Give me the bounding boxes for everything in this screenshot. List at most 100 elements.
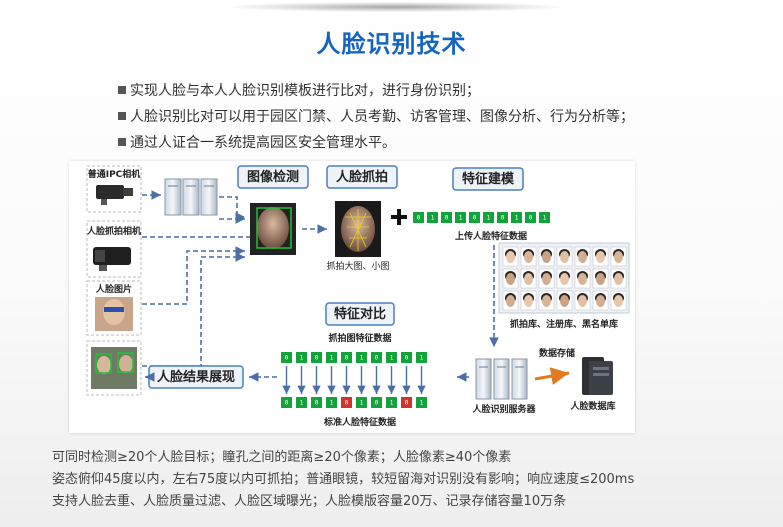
bit-cell	[311, 397, 322, 408]
bit-value: 0	[529, 215, 533, 222]
bullet-item: 人脸识别比对可以用于园区门禁、人员考勤、访客管理、图像分析、行为分析等；	[118, 106, 634, 132]
bit-value: 1	[390, 355, 394, 362]
bit-value: 0	[315, 355, 319, 362]
bit-cell	[441, 212, 452, 223]
bit-value: 0	[501, 215, 505, 222]
bit-cell	[326, 352, 337, 363]
bit-value: 1	[487, 215, 491, 222]
bit-cell	[296, 397, 307, 408]
square-bullet-icon	[118, 138, 126, 146]
spec-note: 支持人脸去重、人脸质量过滤、人脸区域曝光；人脸模版容量20万、记录存储容量10万…	[52, 494, 567, 509]
camera-icon	[93, 247, 131, 271]
bit-cell	[281, 397, 292, 408]
library-face	[524, 273, 533, 285]
recognition-server-icon	[475, 358, 528, 400]
header-shadow	[230, 2, 560, 12]
bullet-text: 实现人脸与本人人脸识别模板进行比对，进行身份识别；	[130, 83, 480, 99]
square-bullet-icon	[118, 86, 126, 94]
face-photo-icon	[95, 297, 133, 331]
library-face	[596, 295, 605, 307]
bit-value: 0	[285, 400, 289, 407]
result-display-stage: 人脸结果展现	[148, 365, 244, 389]
library-face	[524, 295, 533, 307]
library-face	[614, 273, 623, 285]
library-face	[578, 251, 587, 263]
face-database-icon	[582, 357, 613, 395]
bit-value: 1	[515, 215, 519, 222]
bit-value: 0	[285, 355, 289, 362]
bit-cell	[497, 212, 508, 223]
upload-feature-label: 上传人脸特征数据	[455, 230, 527, 242]
storage-arrow	[534, 367, 570, 385]
library-face	[560, 273, 569, 285]
ipc-camera-label: 普通IPC相机	[88, 168, 141, 180]
bit-cell	[386, 397, 397, 408]
library-face	[596, 273, 605, 285]
bit-cell	[326, 397, 337, 408]
library-face	[524, 251, 533, 263]
library-face	[506, 295, 515, 307]
bit-cell	[511, 212, 522, 223]
input-ipc-camera: 普通IPC相机	[86, 165, 142, 213]
bullet-text: 人脸识别比对可以用于园区门禁、人员考勤、访客管理、图像分析、行为分析等；	[130, 109, 634, 125]
bit-cell	[539, 212, 550, 223]
bit-value: 1	[543, 215, 547, 222]
bullet-item: 通过人证合一系统提高园区安全管理水平。	[118, 132, 634, 158]
bit-cell	[416, 397, 427, 408]
bit-cell	[341, 397, 352, 408]
data-storage-label: 数据存储	[539, 347, 575, 359]
libraries-label: 抓拍库、注册库、黑名单库	[510, 318, 618, 330]
feature-compare-label: 特征对比	[334, 306, 386, 322]
face-capture-stage: 人脸抓拍	[326, 165, 398, 189]
face-photo-label: 人脸图片	[95, 283, 132, 295]
bit-value: 1	[420, 400, 424, 407]
bit-cell	[413, 212, 424, 223]
library-face	[578, 273, 587, 285]
bit-cell	[281, 352, 292, 363]
captured-face-image	[335, 201, 381, 257]
input-connection-arrows	[142, 190, 274, 367]
bit-value: 0	[345, 355, 349, 362]
bit-cell	[386, 352, 397, 363]
spec-notes: 可同时检测≥20个人脸目标；瞳孔之间的距离≥20个像素；人脸像素≥40个像素 姿…	[52, 448, 634, 514]
feature-compare-stage: 特征对比	[325, 302, 395, 326]
bit-cell	[356, 352, 367, 363]
feature-modeling-stage: 特征建模	[452, 167, 524, 191]
bit-cell	[469, 212, 480, 223]
face-capture-label: 人脸抓拍	[336, 169, 388, 185]
bit-value: 0	[405, 400, 409, 407]
bit-value: 1	[300, 355, 304, 362]
library-face	[614, 251, 623, 263]
library-face	[506, 273, 515, 285]
library-face	[560, 251, 569, 263]
bit-value: 0	[473, 215, 477, 222]
spec-note: 姿态俯仰45度以内，左右75度以内可抓拍；普通眼镜，较短留海对识别没有影响；响应…	[52, 472, 635, 487]
library-face	[578, 295, 587, 307]
result-display-label: 人脸结果展现	[157, 369, 235, 385]
library-face	[614, 295, 623, 307]
capture-camera-label: 人脸抓拍相机	[86, 225, 141, 237]
bit-cell	[401, 397, 412, 408]
page-title: 人脸识别技术	[316, 30, 467, 58]
bit-cell	[483, 212, 494, 223]
bit-value: 1	[459, 215, 463, 222]
image-detection-stage: 图像检测	[237, 165, 309, 189]
bit-value: 1	[360, 355, 364, 362]
face-recognition-flow-diagram: 普通IPC相机 人脸抓拍相机 人脸图片 图像检测 人脸抓拍	[69, 161, 635, 433]
bit-value: 0	[375, 400, 379, 407]
bullet-text: 通过人证合一系统提高园区安全管理水平。	[130, 135, 396, 151]
library-face	[542, 295, 551, 307]
library-face	[596, 251, 605, 263]
bit-cell	[371, 397, 382, 408]
detected-faces-icon	[91, 347, 137, 389]
recognition-server-label: 人脸识别服务器	[471, 403, 536, 415]
library-face	[542, 251, 551, 263]
bit-value: 0	[375, 355, 379, 362]
bit-value: 1	[330, 400, 334, 407]
square-bullet-icon	[118, 112, 126, 120]
library-face	[560, 295, 569, 307]
bit-cell	[525, 212, 536, 223]
bit-value: 1	[330, 355, 334, 362]
face-database-label: 人脸数据库	[569, 400, 615, 412]
